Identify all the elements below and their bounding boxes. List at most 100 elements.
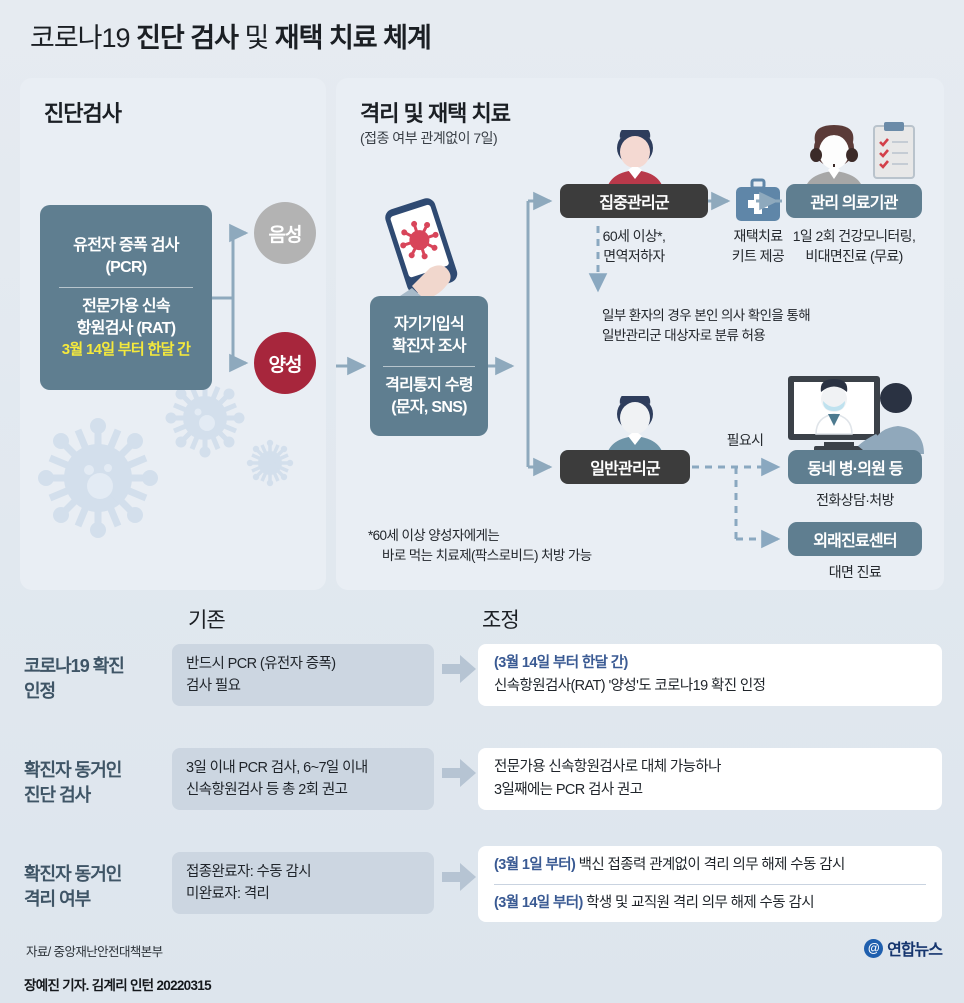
row-1-new-accent: (3월 14일 부터 한달 간) (494, 655, 628, 671)
row-3-label-line-2: 격리 여부 (24, 889, 91, 909)
local-clinic-caption: 전화상담·처방 (816, 492, 894, 508)
page-title: 코로나19 진단 검사 및 재택 치료 체계 (30, 16, 432, 55)
row-1-new-cell: (3월 14일 부터 한달 간) 신속항원검사(RAT) '양성'도 코로나19… (478, 644, 942, 706)
footnote-line-1: *60세 이상 양성자에게는 (368, 528, 500, 543)
managing-institution-caption: 1일 2회 건강모니터링, 비대면진료 (무료) (776, 226, 932, 266)
column-header-new: 조정 (482, 609, 520, 632)
row-2-label-line-2: 진단 검사 (24, 785, 91, 805)
row-2-new-cell: 전문가용 신속항원검사로 대체 가능하나 3일째에는 PCR 검사 권고 (478, 748, 942, 810)
column-header-old: 기존 (188, 609, 226, 632)
header: 코로나19 진단 검사 및 재택 치료 체계 (0, 0, 964, 70)
if-needed-label-wrap: 필요시 (710, 430, 780, 450)
row-3-new-rest-2: 학생 및 교직원 격리 의무 해제 수동 감시 (582, 894, 814, 911)
outpatient-center-label: 외래진료센터 (813, 533, 897, 550)
yonhap-logo-text: 연합뉴스 (887, 942, 943, 959)
panel-diagnostic-test: 진단검사 (20, 78, 326, 590)
row-3-new-line-2: (3월 14일 부터) 학생 및 교직원 격리 의무 해제 수동 감시 (494, 892, 926, 915)
negative-label: 음성 (268, 224, 303, 246)
self-report-line-3: 격리통지 수령 (385, 376, 474, 394)
footnote-line-2: 바로 먹는 치료제(팍스로비드) 처방 가능 (382, 548, 592, 563)
intensive-group-caption: 60세 이상*, 면역저하자 (560, 226, 708, 266)
general-group-label: 일반관리군 (590, 461, 660, 478)
test-method-box: 유전자 증폭 검사 (PCR) 전문가용 신속 항원검사 (RAT) 3월 14… (40, 205, 212, 390)
row-1-old-line-2: 검사 필요 (186, 678, 241, 694)
title-part-4: 재택 치료 체계 (274, 22, 432, 53)
row-1-label-line-1: 코로나19 확진 (24, 656, 125, 676)
row-label-3: 확진자 동거인 격리 여부 (24, 862, 184, 912)
row-1-old-cell: 반드시 PCR (유전자 증폭) 검사 필요 (172, 644, 434, 706)
self-report-box: 자기기입식 확진자 조사 격리통지 수령 (문자, SNS) (370, 296, 488, 436)
intensive-caption-line-1: 60세 이상*, (602, 228, 666, 244)
general-group-tag: 일반관리군 (560, 450, 690, 484)
panel-left-heading: 진단검사 (44, 101, 122, 126)
self-report-line-2: 확진자 조사 (392, 337, 467, 355)
row-3-new-rest-1: 백신 접종력 관계없이 격리 의무 해제 수동 감시 (575, 856, 846, 873)
row-3-old-line-1: 접종완료자: 수동 감시 (186, 864, 312, 880)
credit-line: 장예진 기자. 김계리 인턴 20220315 (24, 978, 212, 993)
local-clinic-label: 동네 병·의원 등 (807, 461, 903, 478)
comparison-table: 기존 조정 코로나19 확진 인정 반드시 PCR (유전자 증폭) 검사 필요… (0, 596, 964, 922)
row-label-1: 코로나19 확진 인정 (24, 654, 184, 704)
self-report-line-4: (문자, SNS) (391, 398, 467, 416)
panel-right-heading: 격리 및 재택 치료 (360, 101, 511, 126)
reclassify-note-line-2: 일반관리군 대상자로 분류 허용 (602, 328, 766, 343)
row-2-label-line-1: 확진자 동거인 (24, 760, 122, 780)
outpatient-center-caption-wrap: 대면 진료 (788, 562, 922, 582)
institution-caption-line-2: 비대면진료 (무료) (805, 248, 903, 264)
panel-isolation-home-care: 격리 및 재택 치료 (접종 여부 관계없이 7일) (336, 78, 944, 590)
row-3-old-line-2: 미완료자: 격리 (186, 886, 270, 902)
test-box-line-1: 유전자 증폭 검사 (73, 237, 179, 254)
test-box-line-4: 항원검사 (RAT) (76, 320, 176, 337)
row-2-old-line-1: 3일 이내 PCR 검사, 6~7일 이내 (186, 760, 368, 776)
row-2-new-line-1: 전문가용 신속항원검사로 대체 가능하나 (494, 759, 721, 775)
outpatient-center-tag: 외래진료센터 (788, 522, 922, 556)
row-1-label-line-2: 인정 (24, 681, 56, 701)
test-box-line-2: (PCR) (105, 259, 148, 276)
telemedicine-monitor-icon (788, 376, 924, 454)
self-report-line-1: 자기기입식 (393, 315, 465, 333)
row-label-2: 확진자 동거인 진단 검사 (24, 758, 184, 808)
title-part-2: 진단 검사 (136, 22, 245, 53)
row-3-new-cell: (3월 1일 부터) 백신 접종력 관계없이 격리 의무 해제 수동 감시 (3… (478, 846, 942, 922)
source-bar: 자료/ 중앙재난안전대책본부 (0, 928, 964, 972)
test-box-divider (58, 287, 194, 288)
reclassify-note-line-1: 일부 환자의 경우 본인 의사 확인을 통해 (602, 308, 811, 323)
outpatient-center-caption: 대면 진료 (828, 564, 882, 580)
row-1-new-line-1: 신속항원검사(RAT) '양성'도 코로나19 확진 인정 (494, 678, 766, 694)
yonhap-logo-icon: @ (864, 938, 884, 958)
kit-caption-line-2: 키트 제공 (731, 248, 785, 264)
medical-kit-icon (736, 178, 780, 221)
source-text: 자료/ 중앙재난안전대책본부 (26, 944, 163, 959)
panel-right-subheading: (접종 여부 관계없이 7일) (360, 130, 498, 146)
intensive-group-label: 집중관리군 (599, 195, 669, 212)
intensive-caption-line-2: 면역저하자 (603, 248, 665, 264)
row-2-old-cell: 3일 이내 PCR 검사, 6~7일 이내 신속항원검사 등 총 2회 권고 (172, 748, 434, 810)
title-part-1: 코로나19 (30, 22, 137, 53)
self-report-divider (382, 365, 476, 367)
local-clinic-tag: 동네 병·의원 등 (788, 450, 922, 484)
row-2-old-line-2: 신속항원검사 등 총 2회 권고 (186, 782, 348, 798)
kit-caption-line-1: 재택치료 (733, 228, 783, 244)
local-clinic-caption-wrap: 전화상담·처방 (788, 490, 922, 510)
result-positive-badge: 양성 (254, 332, 316, 394)
smartphone-virus-icon (385, 198, 458, 306)
row-3-old-cell: 접종완료자: 수동 감시 미완료자: 격리 (172, 852, 434, 914)
row-1-old-line-1: 반드시 PCR (유전자 증폭) (186, 656, 336, 672)
yonhap-logo: @ 연합뉴스 (864, 936, 943, 960)
result-negative-badge: 음성 (254, 202, 316, 264)
medical-staff-clipboard-icon (804, 122, 915, 196)
kit-caption: 재택치료 키트 제공 (718, 226, 798, 266)
if-needed-label: 필요시 (726, 432, 764, 448)
managing-institution-tag: 관리 의료기관 (786, 184, 922, 218)
test-box-highlight: 3월 14일 부터 한달 간 (61, 341, 191, 358)
test-box-line-3: 전문가용 신속 (82, 298, 171, 315)
row-3-separator (494, 883, 926, 885)
row-2-new-line-2: 3일째에는 PCR 검사 권고 (494, 782, 643, 798)
footnote: *60세 이상 양성자에게는 바로 먹는 치료제(팍스로비드) 처방 가능 (368, 526, 658, 566)
institution-caption-line-1: 1일 2회 건강모니터링, (792, 228, 916, 244)
positive-label: 양성 (268, 354, 303, 376)
row-3-new-accent-2: (3월 14일 부터) (494, 894, 583, 911)
reclassify-note: 일부 환자의 경우 본인 의사 확인을 통해 일반관리군 대상자로 분류 허용 (602, 306, 932, 346)
row-3-label-line-1: 확진자 동거인 (24, 864, 122, 884)
